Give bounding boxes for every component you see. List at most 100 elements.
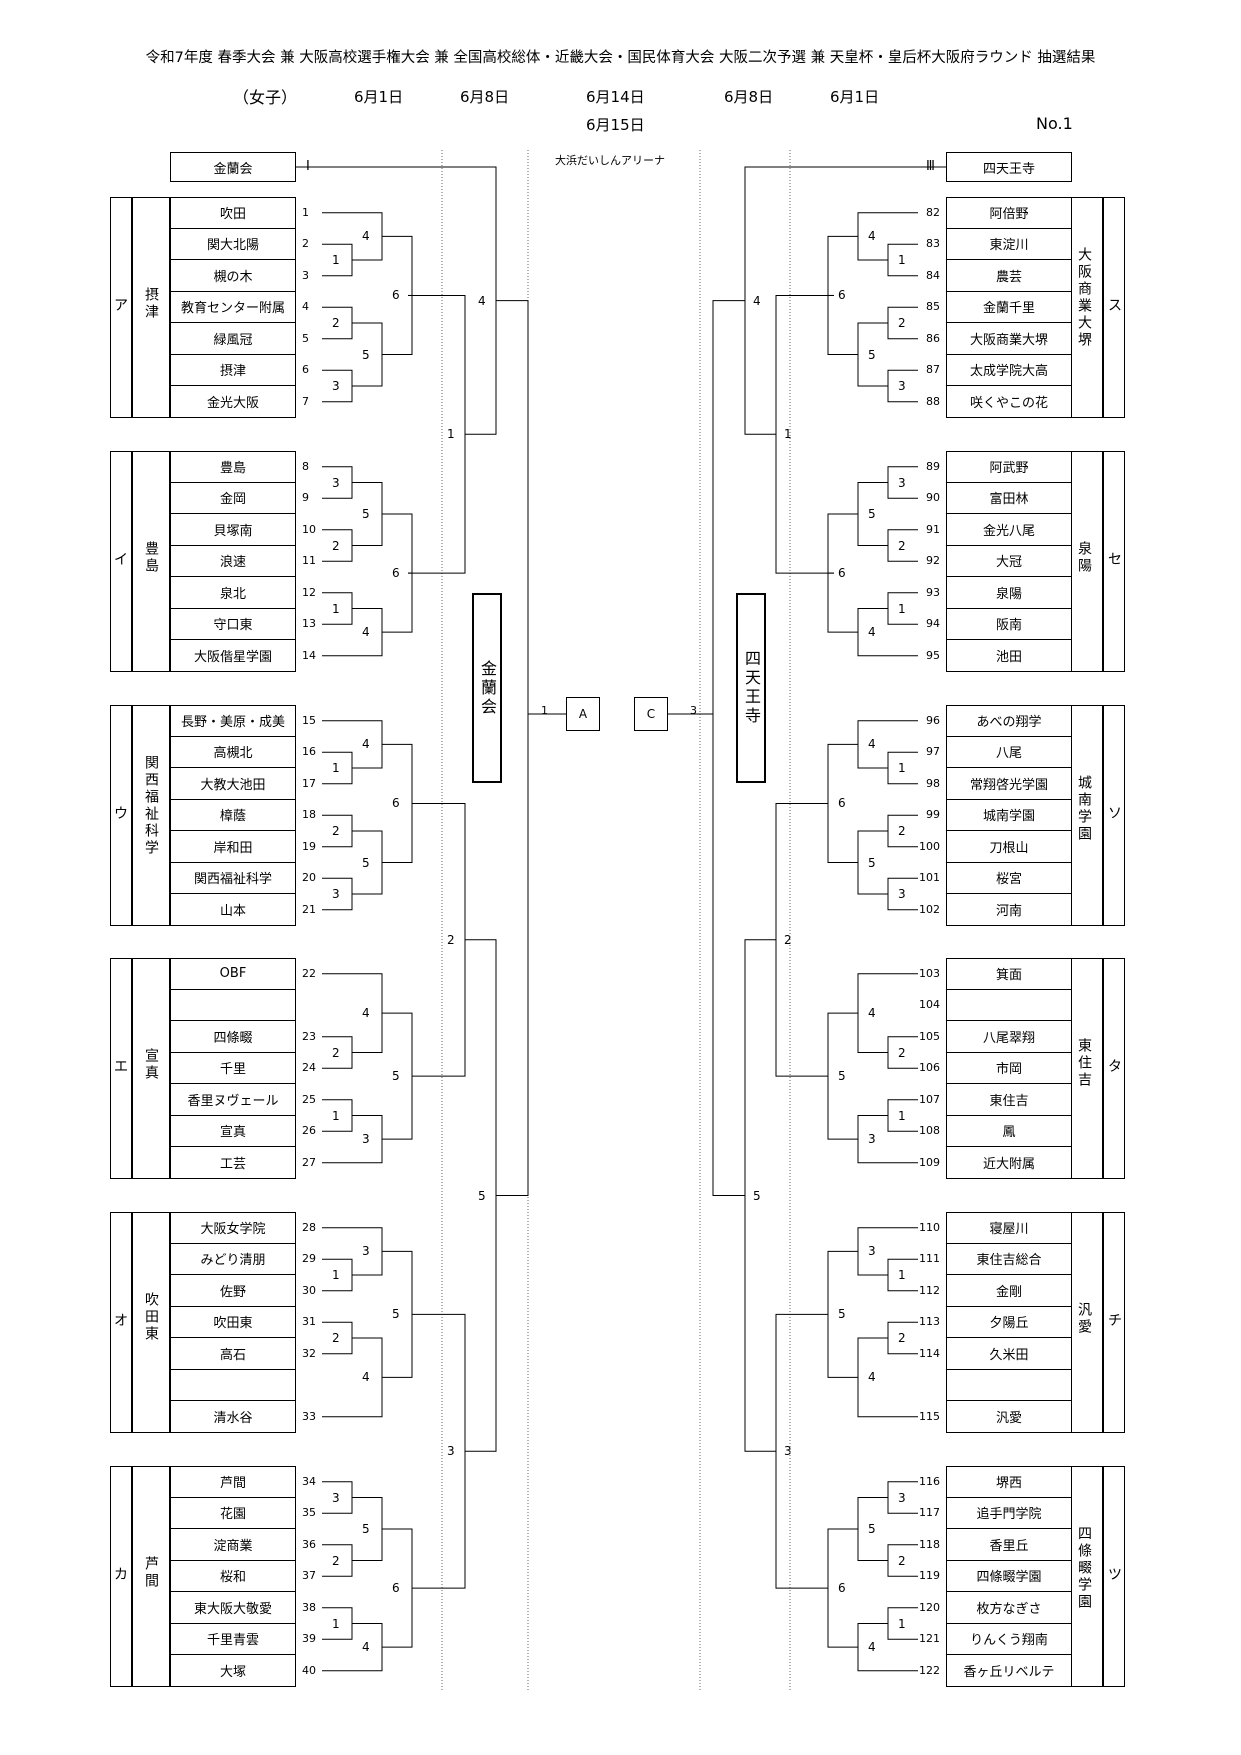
bracket-line [744,939,776,1452]
team-cell: 関大北陽 [170,228,296,260]
team-cell: 阿倍野 [946,197,1072,229]
round-number: 1 [898,1108,906,1123]
round-number: 1 [898,761,906,775]
team-cell: 寝屋川 [946,1212,1072,1244]
team-number: 32 [302,1346,316,1360]
round-number: 3 [332,1490,340,1505]
team-cell: 八尾翠翔 [946,1021,1072,1053]
team-cell: 阪南 [946,608,1072,640]
bracket-line [887,592,918,625]
bracket-line [887,243,918,277]
bracket-line [887,306,918,340]
team-number: 120 [919,1600,940,1614]
team-number: 121 [919,1632,940,1646]
bracket-line [322,243,353,277]
team-cell: 四條畷 [170,1021,296,1053]
block-host-label: 東住吉 [1076,1038,1092,1090]
bracket-line [322,751,353,785]
team-cell: 久米田 [946,1338,1072,1370]
round-number: 5 [753,1188,761,1203]
team-cell: 八尾 [946,736,1072,768]
block-host-label: 宣真 [143,1048,159,1083]
round-number: 2 [898,824,906,838]
bracket-line [775,1313,828,1589]
team-number: 22 [302,966,316,980]
bracket-line [857,830,888,895]
bracket-line [322,1036,353,1069]
team-number: 83 [926,237,940,251]
team-number: 37 [302,1569,316,1583]
round-number: 2 [332,538,340,553]
center-banner-right: 四天王寺 [736,593,766,783]
team-number: 86 [926,331,940,345]
team-cell: 汎愛 [946,1401,1072,1433]
team-cell: 桜宮 [946,862,1072,894]
round-number: 5 [868,855,876,870]
block-letter: ス [1108,298,1122,315]
team-number: 16 [302,745,316,759]
round-number: 1 [332,1616,340,1631]
date-label: 6月8日 [460,88,510,106]
team-cell: 刀根山 [946,831,1072,863]
round-number: 6 [838,288,846,303]
bracket-line [382,235,413,355]
team-number: 110 [919,1220,940,1234]
bracket-line [382,1528,413,1648]
bracket-line [887,1258,918,1292]
bracket-line [382,743,413,863]
bracket-line [322,1099,353,1132]
team-number: 18 [302,808,316,822]
round-number: 1 [898,601,906,616]
block-host-label: 城南学園 [1076,775,1092,844]
team-cell: 東淀川 [946,228,1072,260]
team-number: 112 [919,1283,940,1297]
block-frame-セ [1103,451,1125,672]
team-number: 92 [926,554,940,568]
round-number: 5 [362,507,370,521]
seed-team-left: 金蘭会 [170,152,296,182]
final-num-right: 3 [690,704,697,717]
bracket-line [827,743,858,863]
team-cell: 浪速 [170,545,296,577]
round-number: 2 [898,538,906,553]
team-number: 94 [926,617,940,631]
team-cell: 金岡 [170,482,296,514]
gender-label: （女子） [233,88,298,107]
team-number: 8 [302,459,309,473]
bracket-line [827,1528,858,1648]
team-number: 102 [919,902,940,916]
team-number: 11 [302,554,316,568]
round-number: 2 [332,824,340,838]
team-cell: 山本 [170,894,296,926]
bracket-line [857,322,888,387]
bracket-line [322,814,353,848]
bracket-line [296,166,497,435]
round-number: 4 [868,625,876,640]
bracket-line [887,1099,918,1132]
team-cell: OBF [170,958,296,990]
team-cell: 夕陽丘 [946,1306,1072,1338]
team-number: 96 [926,713,940,727]
date-label: 6月8日 [724,88,774,106]
seed-team-right: 四天王寺 [946,152,1072,182]
bracket-line [382,1012,413,1140]
team-number: 122 [919,1663,940,1677]
round-number: 3 [362,1132,370,1147]
team-cell: 吹田 [170,197,296,229]
team-number: 40 [302,1663,316,1677]
team-number: 106 [919,1061,940,1075]
team-cell: 千里 [170,1052,296,1084]
team-number: 26 [302,1124,316,1138]
round-number: 2 [332,1553,340,1568]
round-number: 5 [392,1069,400,1084]
team-cell: 大冠 [946,545,1072,577]
round-number: 1 [784,427,792,442]
team-number: 111 [919,1252,940,1266]
round-number: 5 [362,347,370,362]
block-label-frame [132,1212,170,1433]
round-number: 1 [332,601,340,616]
date-label: 6月1日 [830,88,880,106]
team-cell: 岸和田 [170,831,296,863]
bracket-line [322,369,353,403]
round-number: 1 [332,1268,340,1282]
